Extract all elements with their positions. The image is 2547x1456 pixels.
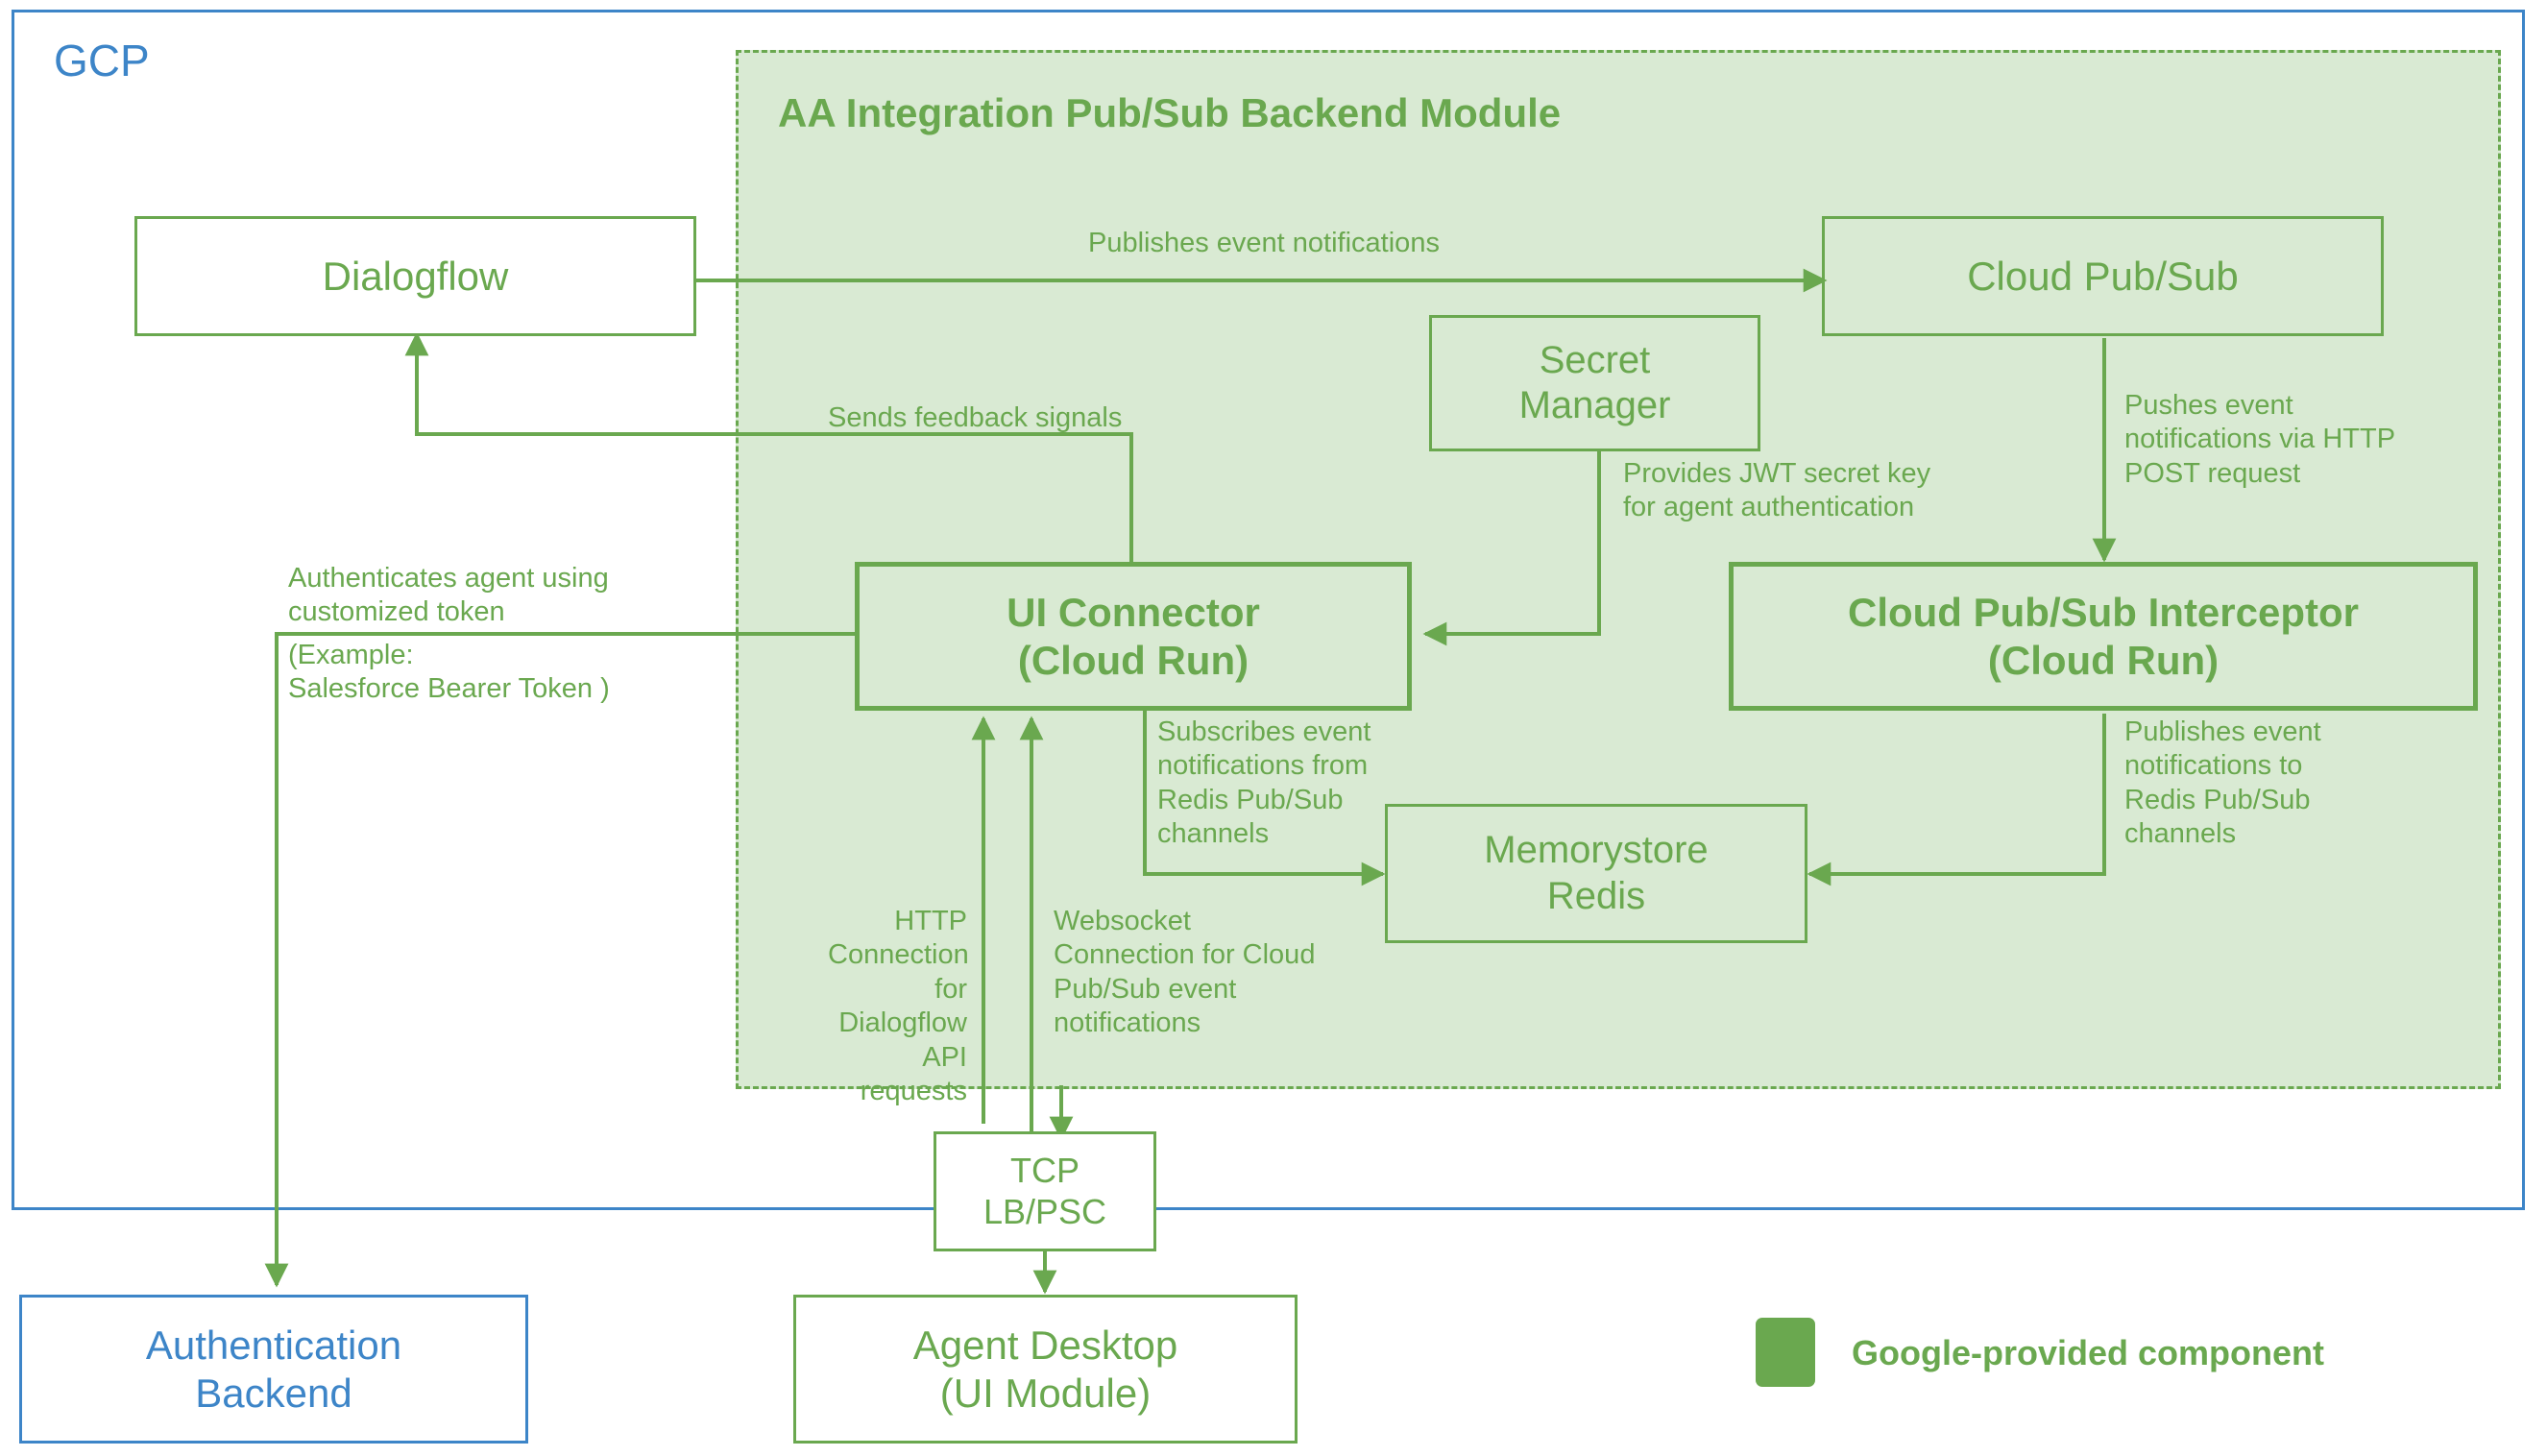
node-agent-desktop[interactable]: Agent Desktop (UI Module) xyxy=(793,1295,1298,1444)
gcp-boundary xyxy=(12,10,2525,1210)
node-pubsub-interceptor[interactable]: Cloud Pub/Sub Interceptor (Cloud Run) xyxy=(1729,562,2478,711)
legend-swatch xyxy=(1756,1318,1815,1387)
label-publishes-to-redis: Publishes event notifications to Redis P… xyxy=(2124,716,2321,850)
node-memorystore-redis[interactable]: Memorystore Redis xyxy=(1385,804,1807,943)
legend-label: Google-provided component xyxy=(1852,1333,2324,1372)
label-sends-feedback-signals: Sends feedback signals xyxy=(828,402,1123,433)
label-provides-jwt-secret-key: Provides JWT secret key for agent authen… xyxy=(1623,458,1931,523)
node-secret-manager[interactable]: Secret Manager xyxy=(1429,315,1760,451)
node-ui-connector[interactable]: UI Connector (Cloud Run) xyxy=(855,562,1412,711)
node-authentication-backend[interactable]: Authentication Backend xyxy=(19,1295,528,1444)
label-subscribes-event-notifications: Subscribes event notifications from Redi… xyxy=(1157,716,1371,850)
module-title: AA Integration Pub/Sub Backend Module xyxy=(778,90,1562,135)
node-cloud-pubsub[interactable]: Cloud Pub/Sub xyxy=(1822,216,2384,336)
label-authenticates-example: (Example: Salesforce Bearer Token ) xyxy=(288,640,610,705)
label-websocket-connection: Websocket Connection for Cloud Pub/Sub e… xyxy=(1054,906,1316,1039)
node-tcp-lb-psc[interactable]: TCP LB/PSC xyxy=(934,1131,1156,1251)
label-pushes-event-http-post: Pushes event notifications via HTTP POST… xyxy=(2124,390,2396,489)
gcp-label: GCP xyxy=(54,36,150,85)
label-authenticates-agent: Authenticates agent using customized tok… xyxy=(288,563,609,628)
label-http-connection: HTTP Connection for Dialogflow API reque… xyxy=(828,906,969,1106)
node-dialogflow[interactable]: Dialogflow xyxy=(134,216,696,336)
label-publishes-event-notifications: Publishes event notifications xyxy=(1088,228,1440,258)
